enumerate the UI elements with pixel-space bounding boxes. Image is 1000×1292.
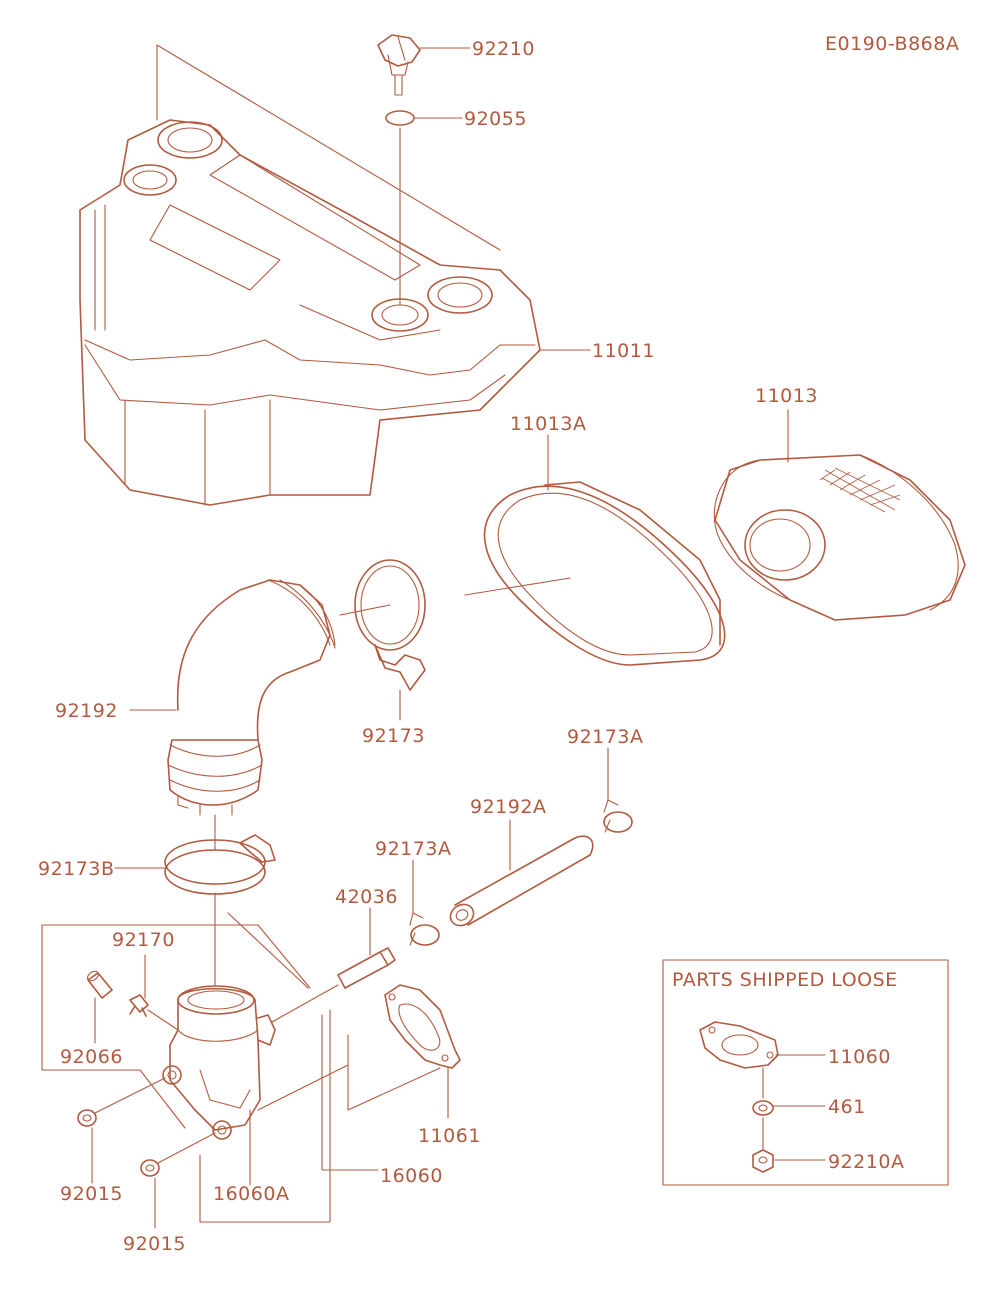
part-11061-gasket[interactable] bbox=[257, 984, 461, 1119]
label-92173B: 92173B bbox=[38, 858, 114, 880]
part-92015-nut-b[interactable] bbox=[140, 1132, 216, 1229]
loose-box-title: PARTS SHIPPED LOOSE bbox=[672, 969, 898, 991]
part-92170-fitting[interactable] bbox=[129, 954, 179, 1031]
label-92170: 92170 bbox=[112, 929, 175, 951]
parts-shipped-loose-box: PARTS SHIPPED LOOSE 11060 461 92210A bbox=[662, 959, 949, 1186]
part-11013A-pre-cleaner[interactable] bbox=[464, 434, 726, 666]
part-42036-breather-pipe[interactable] bbox=[271, 907, 396, 1023]
label-92210: 92210 bbox=[472, 38, 535, 60]
part-16060-intake-assembly[interactable] bbox=[41, 904, 379, 1223]
label-92173A-mid: 92173A bbox=[375, 838, 451, 860]
part-11011-air-cleaner-cover[interactable] bbox=[79, 44, 591, 506]
label-11011: 11011 bbox=[592, 340, 655, 362]
label-11061: 11061 bbox=[418, 1125, 481, 1147]
part-92192-elbow-hose[interactable] bbox=[129, 579, 336, 816]
label-92015-a: 92015 bbox=[60, 1183, 123, 1205]
diagram-code: E0190-B868A bbox=[825, 33, 959, 55]
part-92173A-small-clamp-top[interactable] bbox=[603, 747, 633, 833]
part-92173-hose-clamp[interactable] bbox=[339, 559, 426, 721]
label-11060: 11060 bbox=[828, 1046, 891, 1068]
part-11060-gasket[interactable] bbox=[699, 1021, 826, 1099]
label-92173A-top: 92173A bbox=[567, 726, 643, 748]
label-92055: 92055 bbox=[464, 108, 527, 130]
part-92173B-band-clamp[interactable] bbox=[114, 814, 276, 906]
part-92192A-breather-hose[interactable] bbox=[447, 819, 594, 930]
part-92015-nut-a[interactable] bbox=[77, 1077, 166, 1184]
label-92015-b: 92015 bbox=[123, 1233, 186, 1255]
label-92066: 92066 bbox=[60, 1046, 123, 1068]
part-92055-o-ring[interactable] bbox=[385, 110, 463, 306]
label-92173: 92173 bbox=[362, 725, 425, 747]
part-92173A-small-clamp-mid[interactable] bbox=[409, 859, 440, 946]
label-92192A: 92192A bbox=[470, 796, 546, 818]
part-92210-knob[interactable] bbox=[377, 34, 471, 96]
label-461: 461 bbox=[828, 1096, 866, 1118]
label-11013: 11013 bbox=[755, 385, 818, 407]
label-16060: 16060 bbox=[380, 1165, 443, 1187]
label-11013A: 11013A bbox=[510, 413, 586, 435]
label-92210A: 92210A bbox=[828, 1151, 904, 1173]
part-92210A-nut[interactable] bbox=[752, 1149, 826, 1173]
label-42036: 42036 bbox=[335, 886, 398, 908]
label-92192: 92192 bbox=[55, 700, 118, 722]
label-16060A: 16060A bbox=[213, 1183, 289, 1205]
part-461-washer[interactable] bbox=[752, 1100, 826, 1151]
part-11013-air-filter-element[interactable] bbox=[713, 409, 966, 621]
part-92066-plug[interactable] bbox=[86, 969, 113, 1044]
